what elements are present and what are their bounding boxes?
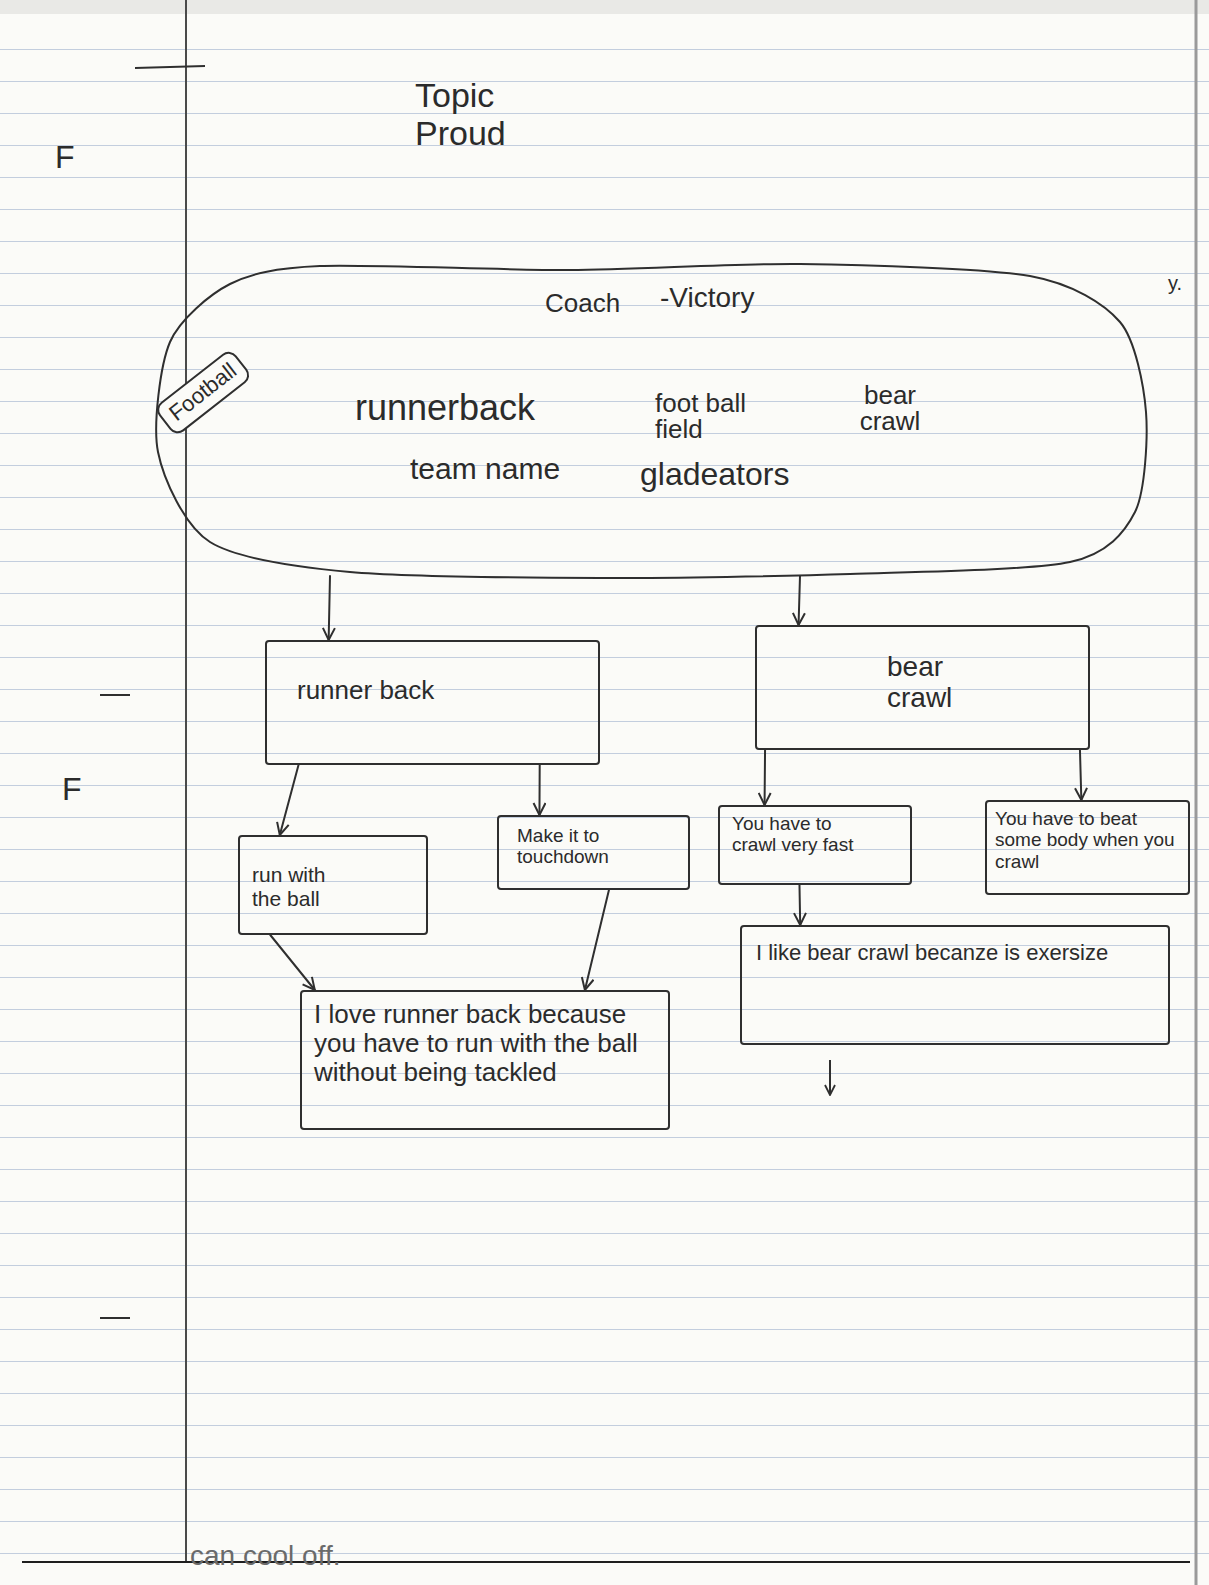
idea-word: team name (410, 454, 560, 484)
idea-word: runnerback (355, 390, 535, 426)
box-text: Make it to touchdown (517, 825, 637, 868)
connector-arrow (585, 890, 609, 990)
connector-arrow (329, 576, 330, 640)
idea-box: I love runner back because you have to r… (300, 990, 670, 1130)
idea-word: -Victory (660, 284, 754, 312)
box-text: runner back (297, 676, 557, 705)
idea-word: foot ball field (655, 390, 795, 442)
margin-letter: F (62, 772, 82, 808)
box-text: I love runner back because you have to r… (314, 1000, 658, 1087)
box-text: You have to beat some body when you craw… (995, 808, 1178, 872)
scan-edge (0, 0, 1209, 14)
page-edge (1195, 0, 1198, 1585)
box-text: You have to crawl very fast (732, 813, 872, 856)
cloud-path (156, 264, 1146, 578)
idea-box: runner back (265, 640, 600, 765)
cloud-outline (150, 262, 1150, 580)
tick-mark (100, 694, 130, 696)
idea-box: You have to beat some body when you craw… (985, 800, 1190, 895)
connector-arrow (799, 576, 800, 625)
tick-mark (135, 66, 205, 68)
edge-letter: y. (1168, 272, 1182, 294)
idea-word: Coach (545, 290, 620, 316)
connector-arrow (798, 885, 801, 925)
connector-arrow (270, 935, 315, 990)
box-text: I like bear crawl becanze is exersize (756, 941, 1156, 966)
margin-letter: F (55, 140, 75, 176)
dangling-arrow (829, 1060, 831, 1095)
topic-tag: Football (153, 348, 253, 437)
idea-box: run with the ball (238, 835, 428, 935)
faint-note: can cool off. (190, 1540, 340, 1571)
idea-box: I like bear crawl becanze is exersize (740, 925, 1170, 1045)
connector-arrow (538, 765, 540, 815)
connector-arrow (280, 765, 299, 835)
idea-box: Make it to touchdown (497, 815, 690, 890)
topic-title: Topic Proud (415, 76, 550, 152)
tick-mark (100, 1317, 130, 1319)
idea-box: bear crawl (755, 625, 1090, 750)
box-text: bear crawl (887, 651, 982, 714)
idea-box: You have to crawl very fast (718, 805, 912, 885)
brainstorm-cloud: Coach -Victory runnerback foot ball field be… (150, 262, 1150, 580)
connector-arrow (764, 750, 766, 805)
idea-word: gladeators (640, 458, 789, 490)
idea-word: bear crawl (840, 382, 940, 434)
tag-text: Football (165, 359, 242, 427)
connector-arrow (1080, 750, 1081, 800)
box-text: run with the ball (252, 863, 352, 910)
margin-line (185, 0, 187, 1562)
